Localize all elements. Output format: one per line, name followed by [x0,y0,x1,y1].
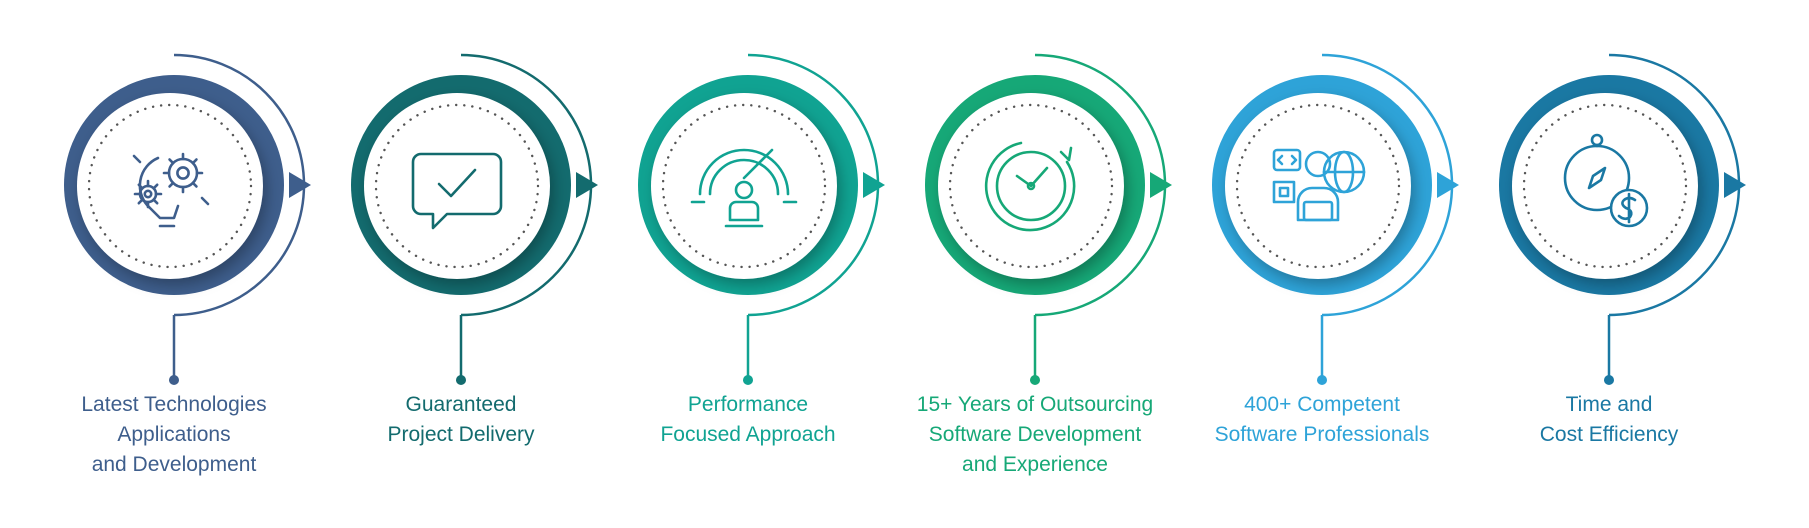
dotted-ring [374,103,540,269]
dotted-ring [661,103,827,269]
stopwatch-icon [984,141,1076,232]
performance-gauge-icon [690,148,798,228]
inner-disc [364,93,550,279]
stopwatch-dollar-icon [1563,133,1649,228]
inner-disc [1225,93,1411,279]
step-graphic [1499,53,1746,385]
pointer-arrow [1437,172,1459,198]
pointer-arrow [576,172,598,198]
connector-dot [1030,375,1040,385]
pointer-arrow [289,172,311,198]
dotted-ring [1235,103,1401,269]
connector-dot [1604,375,1614,385]
connector-dot [456,375,466,385]
gears-lightbulb-icon [132,152,210,228]
pointer-arrow [863,172,885,198]
dotted-ring [948,103,1114,269]
pointer-arrow [1150,172,1172,198]
step-graphic [638,53,885,385]
connector-dot [743,375,753,385]
connector-dot [169,375,179,385]
checkmark-speech-bubble-icon [411,152,503,230]
connector-dot [1317,375,1327,385]
inner-disc [1512,93,1698,279]
dotted-ring [87,103,253,269]
step-graphic [64,53,311,385]
step-graphic [351,53,598,385]
inner-disc [651,93,837,279]
step-graphic [925,53,1172,385]
step-graphic [1212,53,1459,385]
pointer-arrow [1724,172,1746,198]
developer-globe-icon [1272,148,1366,222]
dotted-ring [1522,103,1688,269]
